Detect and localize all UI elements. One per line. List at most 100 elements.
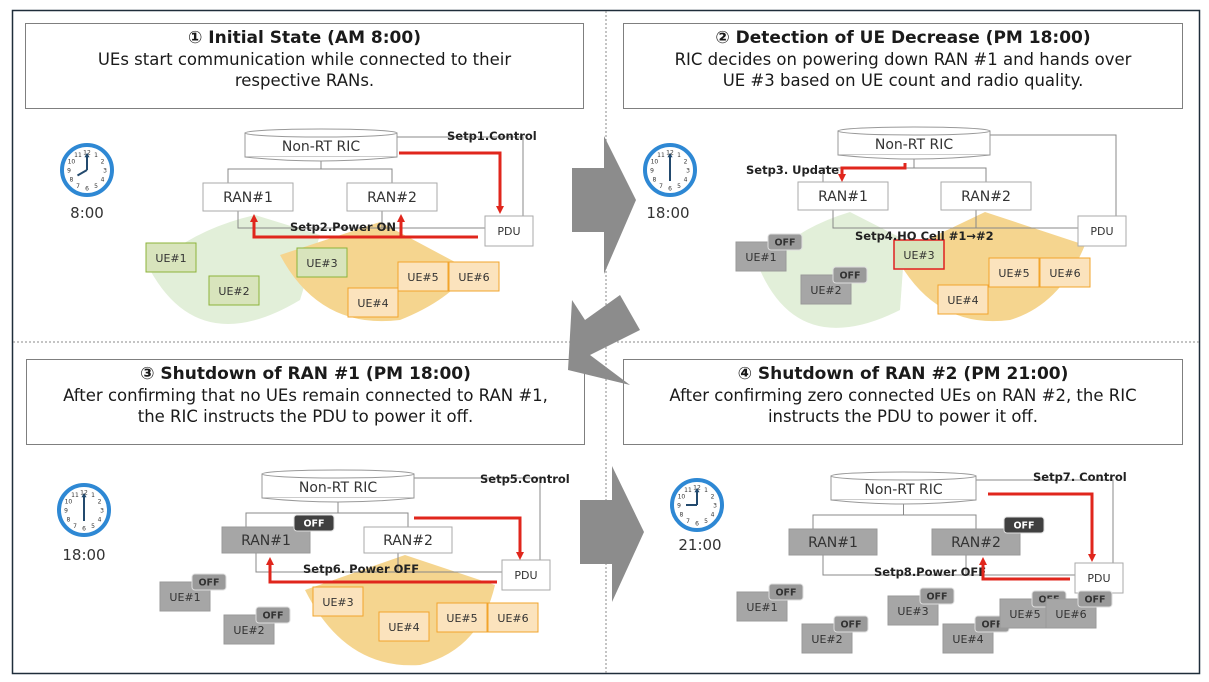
off-badge-rect xyxy=(293,514,335,532)
ue-label: UE#2 xyxy=(811,633,842,646)
panel-2-description-line-2: UE #3 based on UE count and radio qualit… xyxy=(722,71,1084,90)
ric-bottom xyxy=(837,154,991,160)
panel-1-ue-3: UE#3 xyxy=(296,247,348,278)
ric-label: Non-RT RIC xyxy=(875,137,954,153)
ue-box xyxy=(145,242,197,273)
panel-1-step-label-1: Setp1.Control xyxy=(447,129,537,143)
clock-numeral: 4 xyxy=(101,177,105,184)
panel-2-pdu-label: PDU xyxy=(1090,225,1113,238)
panel-3-ue-6: UE#6 xyxy=(487,602,539,633)
off-badge-rect xyxy=(768,583,804,601)
ric-top xyxy=(837,126,991,136)
clock-numeral: 5 xyxy=(91,523,95,530)
panel-3-ran-1-off-badge: OFF xyxy=(293,514,335,532)
panel-1-pdu-rect xyxy=(484,215,534,247)
panel-4-power-off-arrow xyxy=(979,557,1070,581)
ue-label: UE#5 xyxy=(998,267,1029,280)
ric-label: Non-RT RIC xyxy=(864,482,943,498)
off-badge-label: OFF xyxy=(775,588,796,599)
off-badge-rect xyxy=(919,587,955,605)
clock-numeral: 4 xyxy=(98,517,102,524)
clock-numeral: 9 xyxy=(67,168,71,175)
panel-3-pdu-label: PDU xyxy=(514,569,537,582)
panel-2-ue-6: UE#6 xyxy=(1039,257,1091,288)
ue-label: UE#1 xyxy=(746,601,777,614)
panel-2-non-rt-ric: Non-RT RIC xyxy=(837,126,991,160)
panel-1-ran-1-label: RAN#1 xyxy=(223,190,273,206)
clock-numeral: 4 xyxy=(711,512,715,519)
clock-numeral: 1 xyxy=(91,492,95,499)
ric-top xyxy=(244,128,398,138)
clock-numeral: 10 xyxy=(68,159,76,166)
ue-label: UE#1 xyxy=(155,252,186,265)
panel-2-ran-2-label: RAN#2 xyxy=(961,189,1011,205)
ue-label: UE#5 xyxy=(407,271,438,284)
ue-label: UE#1 xyxy=(745,251,776,264)
ue-label: UE#5 xyxy=(446,612,477,625)
panel-2-pdu: PDU xyxy=(1077,215,1127,247)
panel-1-ue-1: UE#1 xyxy=(145,242,197,273)
ue-label: UE#6 xyxy=(1049,267,1080,280)
panel-3-title: ③ Shutdown of RAN #1 (PM 18:00) xyxy=(140,364,471,384)
ue-label: UE#3 xyxy=(897,605,928,618)
flow-arrow-3-to-4 xyxy=(580,466,644,602)
clock-numeral: 9 xyxy=(677,503,681,510)
clock-numeral: 8 xyxy=(69,177,73,184)
clock-numeral: 10 xyxy=(651,159,659,166)
ue-label: UE#2 xyxy=(218,285,249,298)
panel-2-title-box: ② Detection of UE Decrease (PM 18:00) RI… xyxy=(623,23,1183,109)
off-badge-rect xyxy=(191,573,227,591)
panel-4-ue-3: UE#3 xyxy=(887,595,939,626)
ue-box xyxy=(487,602,539,633)
panel-1-ran-2: RAN#2 xyxy=(346,182,438,212)
panel-4-ue-3-off-badge: OFF xyxy=(919,587,955,605)
ue-box xyxy=(208,275,260,306)
panel-2-power-bus xyxy=(832,210,1078,229)
ue-box xyxy=(937,284,989,315)
clock-numeral: 3 xyxy=(713,503,717,510)
panel-4-control-arrow xyxy=(988,492,1096,562)
panel-3-ran-2: RAN#2 xyxy=(363,526,453,554)
ue-label: UE#4 xyxy=(947,294,978,307)
clock-numeral: 10 xyxy=(678,494,686,501)
ue-box xyxy=(1039,257,1091,288)
panel-3-step-label-1: Setp5.Control xyxy=(480,472,570,486)
panel-3-clock-icon: 123456789101112 xyxy=(57,483,111,537)
panel-1-ue-6: UE#6 xyxy=(448,261,500,292)
off-badge-label: OFF xyxy=(839,271,860,282)
ric-top xyxy=(261,469,415,479)
panel-1-title-box: ① Initial State (AM 8:00) UEs start comm… xyxy=(25,23,584,109)
panel-1-pdu: PDU xyxy=(484,215,534,247)
clock-numeral: 3 xyxy=(103,168,107,175)
panel-4-clock-time: 21:00 xyxy=(678,536,721,554)
ue-box xyxy=(296,247,348,278)
panel-4-power-bus xyxy=(822,555,1075,576)
off-badge-rect xyxy=(1003,516,1045,534)
clock-numeral: 7 xyxy=(659,183,663,190)
ue-label: UE#5 xyxy=(1009,608,1040,621)
panel-2-update-arrow xyxy=(838,163,907,182)
ue-box xyxy=(312,586,364,617)
clock-numeral: 7 xyxy=(76,183,80,190)
panel-1-ric-pdu-link xyxy=(397,136,524,216)
ric-bottom xyxy=(261,497,415,503)
panel-3-pdu: PDU xyxy=(501,559,551,591)
panel-4-ue-6-off-badge: OFF xyxy=(1077,590,1113,608)
clock-numeral: 2 xyxy=(98,499,102,506)
panel-4-pdu: PDU xyxy=(1074,562,1124,594)
clock-numeral: 5 xyxy=(677,183,681,190)
panel-3-title-box: ③ Shutdown of RAN #1 (PM 18:00) After co… xyxy=(26,359,585,445)
panel-2-ran-bus xyxy=(822,167,987,182)
clock-numeral: 8 xyxy=(652,177,656,184)
panel-1-power-on-ran1-arrow xyxy=(250,214,478,239)
ue-label: UE#4 xyxy=(357,297,388,310)
panel-1-ue-4: UE#4 xyxy=(347,287,399,318)
off-badge-rect xyxy=(255,606,291,624)
panel-1-description-line-2: respective RANs. xyxy=(234,71,375,90)
ue-box xyxy=(448,261,500,292)
clock-numeral: 8 xyxy=(679,512,683,519)
panel-1-ran-bus xyxy=(227,168,393,183)
panel-3-ric-pdu-link xyxy=(414,477,541,560)
minute-hand-tip xyxy=(81,493,87,498)
